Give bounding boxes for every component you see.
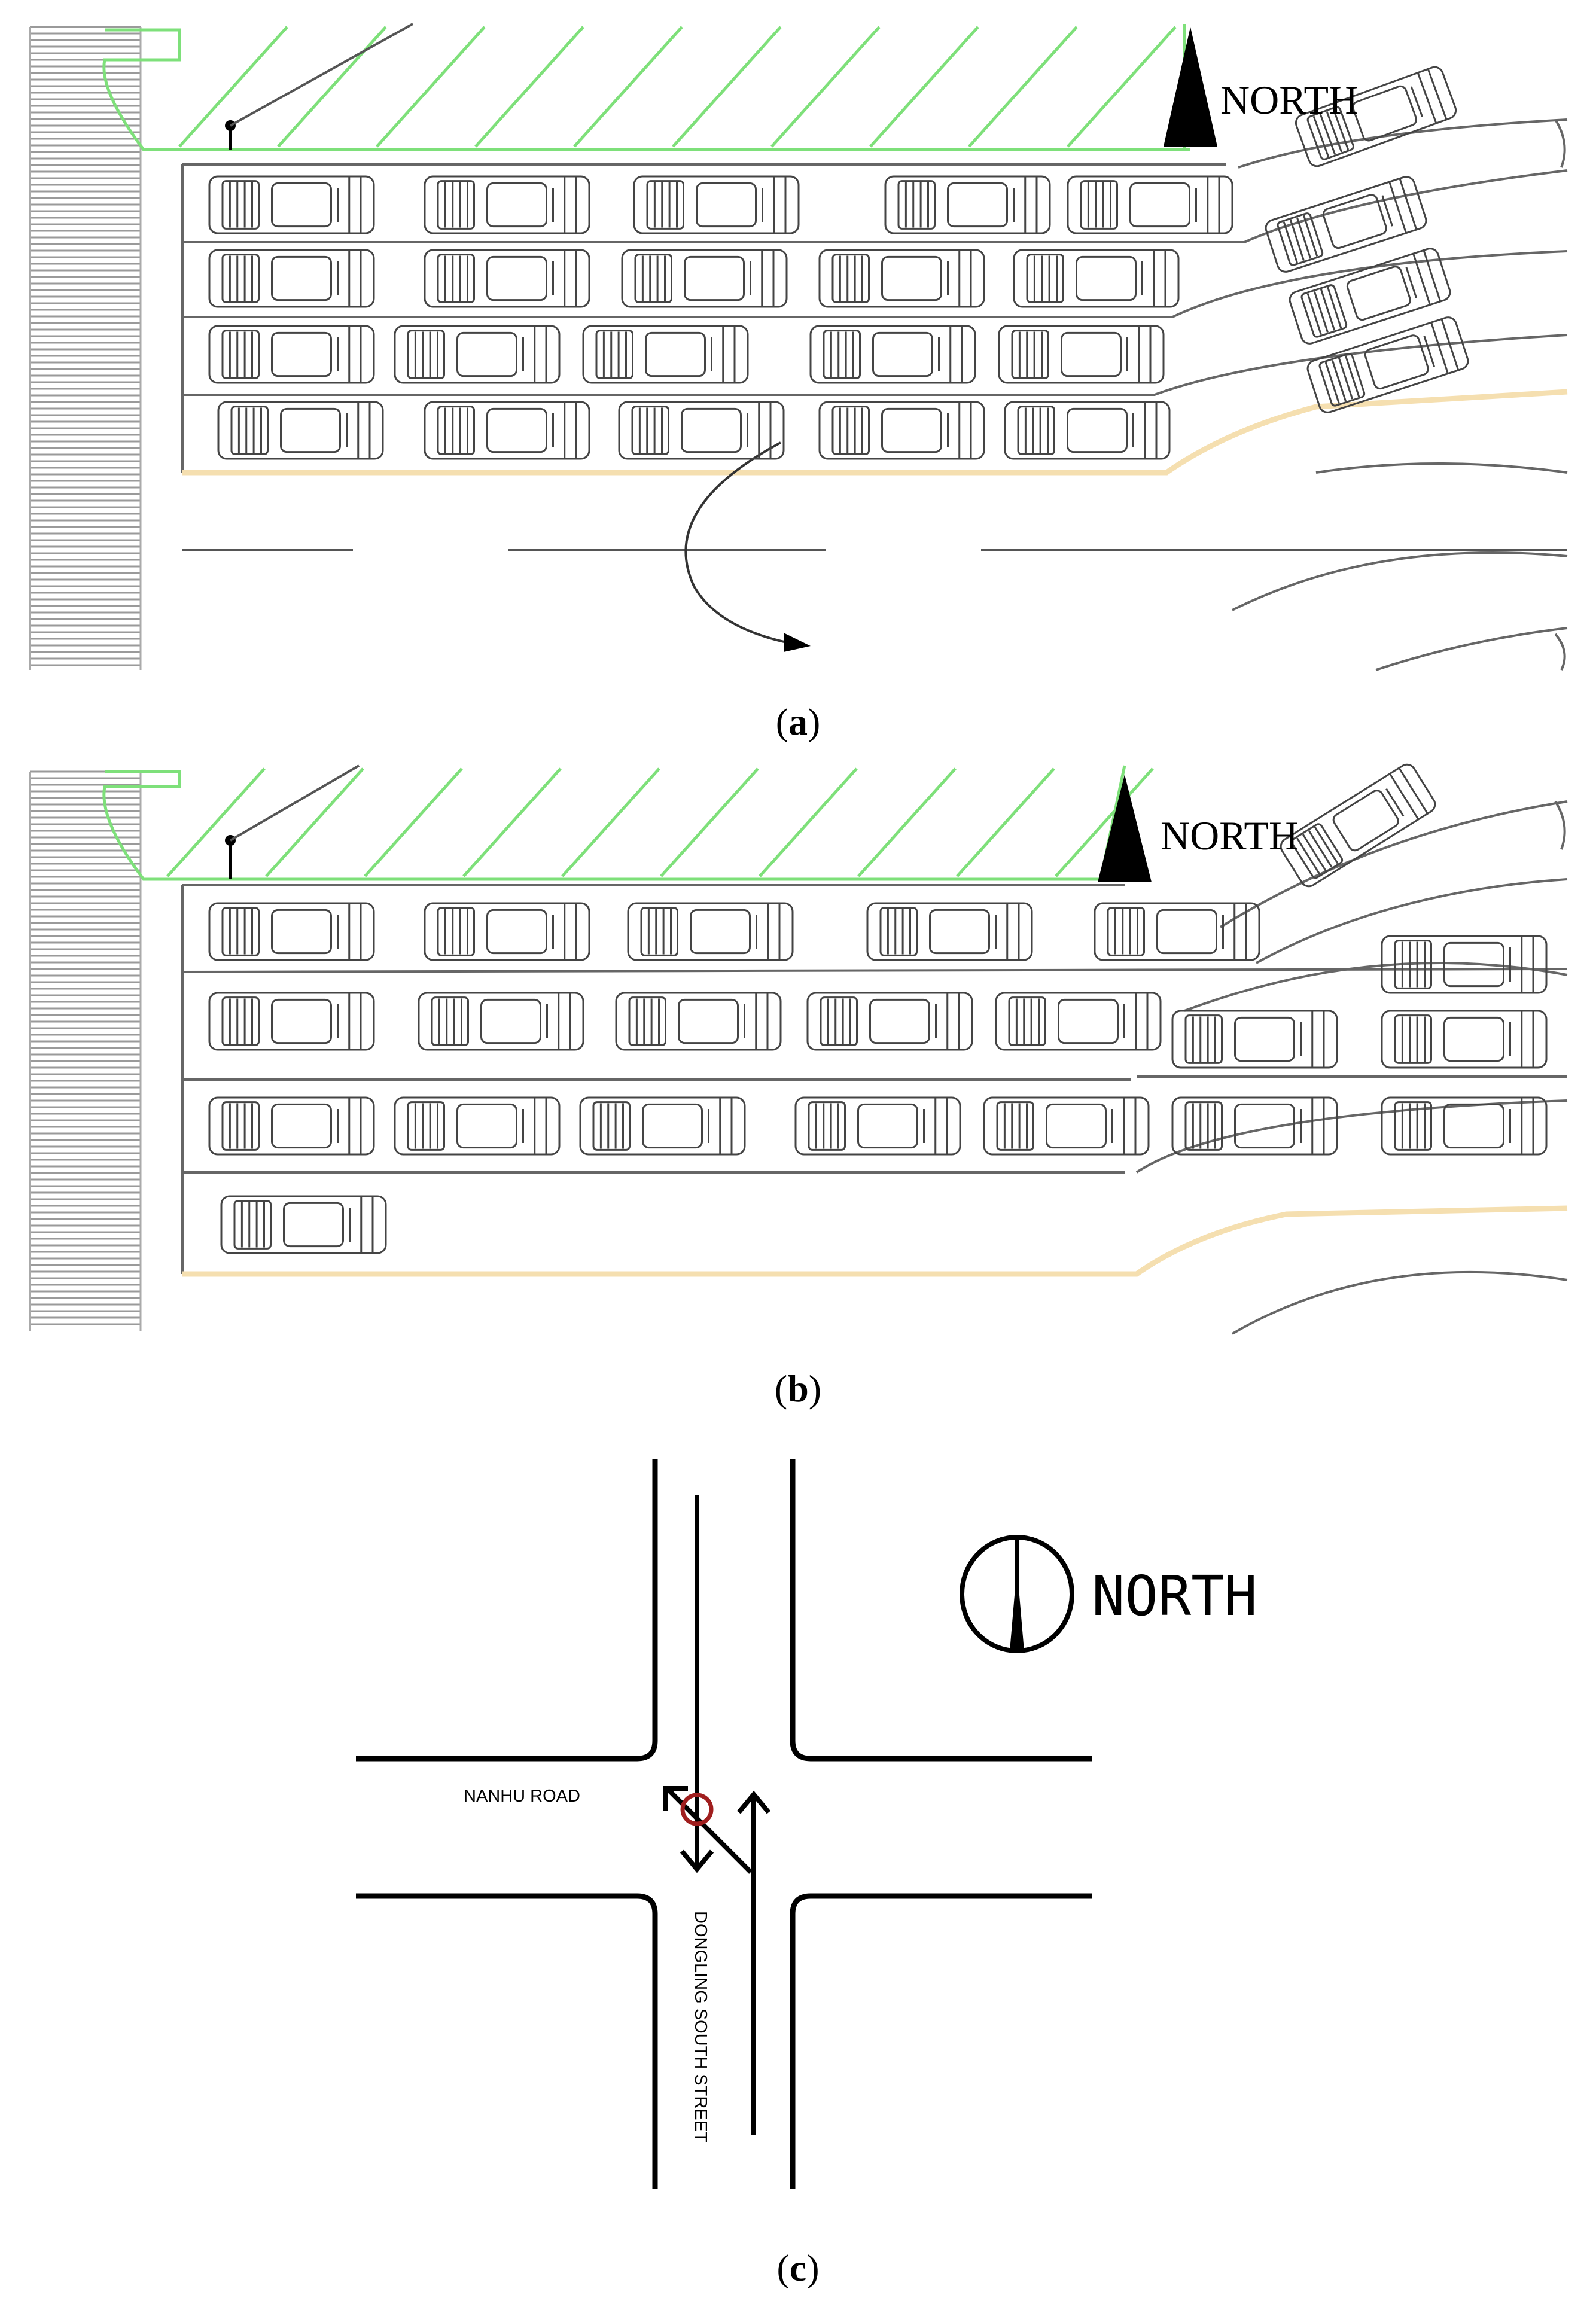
north-label-b: NORTH	[1161, 813, 1298, 858]
north-label-a: NORTH	[1220, 77, 1358, 123]
car-icon	[1013, 249, 1180, 308]
conflict-point-marker	[680, 1793, 714, 1826]
parked-cars-b	[208, 763, 1548, 1254]
car-icon	[1265, 176, 1427, 273]
u-turn-arrow-a	[684, 441, 811, 652]
car-icon	[1004, 401, 1171, 460]
car-icon	[621, 249, 788, 308]
stairs-hatch-a	[29, 26, 142, 670]
caption-b: (b)	[774, 1367, 822, 1410]
caption-a: (a)	[775, 700, 821, 743]
curb-line-a	[182, 389, 1568, 476]
green-hatch-zone-a	[102, 24, 1190, 151]
car-icon	[208, 249, 375, 308]
car-icon	[208, 1096, 375, 1156]
car-icon	[818, 249, 985, 308]
car-icon	[208, 902, 375, 961]
car-icon	[998, 325, 1165, 384]
car-icon	[424, 401, 590, 460]
car-icon	[1094, 902, 1260, 961]
panel-c-diagram: NANHU ROAD DONGLING SOUTH STREET NORTH	[356, 1459, 1257, 2189]
car-icon	[1381, 1096, 1548, 1156]
car-icon	[217, 401, 384, 460]
intersection-roads	[356, 1459, 1092, 2189]
car-icon	[1306, 316, 1469, 413]
car-icon	[794, 1096, 961, 1156]
green-hatch-zone-b	[102, 765, 1154, 881]
car-icon	[1381, 1010, 1548, 1069]
car-icon	[618, 401, 785, 460]
caption-c: (c)	[776, 2247, 820, 2289]
car-icon	[627, 902, 794, 961]
north-arrow-a: NORTH	[1164, 27, 1358, 147]
car-icon	[1295, 66, 1457, 167]
car-icon	[579, 1096, 746, 1156]
curb-line-b	[182, 1205, 1568, 1277]
north-label-c: NORTH	[1092, 1564, 1257, 1628]
car-icon	[418, 992, 584, 1051]
lamp-post-a	[225, 23, 413, 150]
north-compass-icon	[960, 1535, 1074, 1653]
car-icon	[633, 175, 800, 234]
car-icon	[1067, 175, 1233, 234]
car-icon	[818, 401, 985, 460]
car-icon	[424, 902, 590, 961]
car-icon	[615, 992, 782, 1051]
car-icon	[208, 325, 375, 384]
car-icon	[1381, 935, 1548, 994]
road-label-dongling: DONGLING SOUTH STREET	[691, 1911, 710, 2143]
car-icon	[394, 1096, 561, 1156]
car-icon	[1171, 1010, 1338, 1069]
car-icon	[1289, 248, 1451, 345]
parked-cars-a	[208, 66, 1469, 460]
car-icon	[1280, 763, 1436, 888]
road-label-nanhu: NANHU ROAD	[464, 1787, 580, 1806]
car-icon	[1171, 1096, 1338, 1156]
car-icon	[866, 902, 1033, 961]
car-icon	[983, 1096, 1150, 1156]
lot-lines-b	[181, 800, 1568, 1335]
car-icon	[582, 325, 749, 384]
car-icon	[806, 992, 973, 1051]
movement-arrows	[663, 1786, 771, 1874]
panel-a-diagram: NORTH	[29, 23, 1568, 671]
car-icon	[208, 175, 375, 234]
car-icon	[809, 325, 976, 384]
panel-b-diagram: NORTH	[29, 763, 1568, 1335]
stairs-hatch-b	[29, 770, 142, 1331]
car-icon	[884, 175, 1051, 234]
north-arrow-b: NORTH	[1098, 775, 1298, 882]
car-icon	[995, 992, 1162, 1051]
car-icon	[220, 1195, 387, 1254]
car-icon	[208, 992, 375, 1051]
car-icon	[394, 325, 561, 384]
lamp-post-b	[225, 764, 360, 879]
car-icon	[424, 249, 590, 308]
car-icon	[424, 175, 590, 234]
lot-lines-a	[181, 118, 1568, 671]
